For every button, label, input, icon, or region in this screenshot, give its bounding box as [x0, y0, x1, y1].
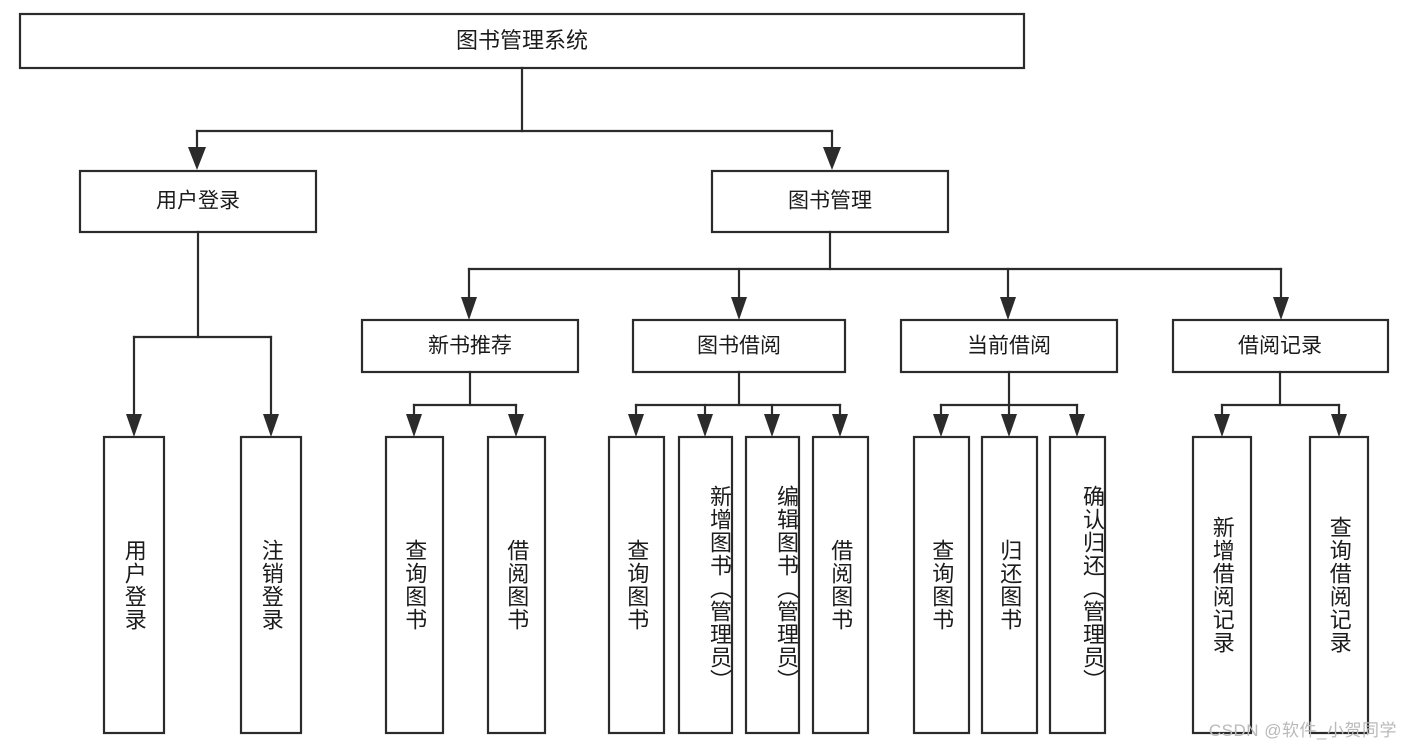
- leaf-box-return-book[interactable]: [980, 435, 1039, 735]
- leaf-box-borrow-book-2[interactable]: [811, 435, 870, 735]
- arrow-head-icon: [764, 414, 780, 437]
- leaf-box-add-borrow-record[interactable]: [1191, 435, 1253, 735]
- arrow-head-icon: [933, 414, 949, 437]
- node-root-box: [18, 12, 1026, 70]
- arrow-head-icon: [823, 147, 841, 170]
- leaf-box-query-book-3[interactable]: [912, 435, 971, 735]
- leaf-box-add-book-admin[interactable]: [677, 435, 734, 735]
- leaf-box-user-login[interactable]: [102, 435, 166, 735]
- leaf-box-confirm-return-admin[interactable]: [1048, 435, 1107, 735]
- node-book-management-label: 图书管理: [788, 190, 872, 213]
- node-new-book-recommend-box: [360, 318, 580, 374]
- arrow-head-icon: [406, 414, 422, 437]
- leaf-box-query-book-2[interactable]: [607, 435, 666, 735]
- arrow-head-icon: [1214, 414, 1230, 437]
- leaf-box-query-borrow-record[interactable]: [1308, 435, 1370, 735]
- node-book-management[interactable]: 图书管理: [710, 169, 950, 234]
- node-current-borrow-box: [899, 318, 1119, 374]
- arrow-head-icon: [188, 147, 206, 170]
- connector-current-borrow-to-leaves: [933, 370, 1085, 437]
- leaf-box-logout[interactable]: [239, 435, 303, 735]
- node-new-book-recommend[interactable]: 新书推荐: [360, 318, 580, 374]
- arrow-head-icon: [628, 414, 644, 437]
- node-book-borrow-label: 图书借阅: [697, 335, 781, 358]
- node-book-borrow[interactable]: 图书借阅: [631, 318, 847, 374]
- node-root-label: 图书管理系统: [456, 28, 588, 53]
- arrow-head-icon: [1000, 297, 1016, 320]
- arrow-head-icon: [1001, 414, 1017, 437]
- leaf-box-borrow-book-1[interactable]: [486, 435, 547, 735]
- leaf-box-edit-book-admin[interactable]: [744, 435, 801, 735]
- arrow-head-icon: [1069, 414, 1085, 437]
- arrow-head-icon: [126, 414, 142, 437]
- connector-book-borrow-to-leaves: [628, 370, 848, 437]
- connector-new-book-recommend-to-leaves: [406, 370, 524, 437]
- arrow-head-icon: [461, 297, 477, 320]
- connector-user-login-to-leaves: [126, 230, 279, 437]
- arrow-head-icon: [1273, 297, 1289, 320]
- leaf-box-query-book-1[interactable]: [384, 435, 445, 735]
- node-new-book-recommend-label: 新书推荐: [428, 335, 512, 358]
- node-user-login-box: [78, 169, 318, 234]
- arrow-head-icon: [263, 414, 279, 437]
- arrow-head-icon: [832, 414, 848, 437]
- node-borrow-record-label: 借阅记录: [1238, 335, 1322, 358]
- node-user-login-label: 用户登录: [156, 190, 240, 213]
- connector-borrow-record-to-leaves: [1214, 370, 1347, 437]
- node-current-borrow-label: 当前借阅: [967, 335, 1051, 358]
- arrow-head-icon: [1331, 414, 1347, 437]
- node-borrow-record[interactable]: 借阅记录: [1171, 318, 1390, 374]
- arrow-head-icon: [508, 414, 524, 437]
- node-root[interactable]: 图书管理系统: [18, 12, 1026, 70]
- watermark-text: CSDN @软件_小贺同学: [1208, 721, 1397, 740]
- node-current-borrow[interactable]: 当前借阅: [899, 318, 1119, 374]
- arrow-head-icon: [731, 297, 747, 320]
- connector-book-management-to-level2: [461, 230, 1289, 320]
- node-user-login[interactable]: 用户登录: [78, 169, 318, 234]
- arrow-head-icon: [697, 414, 713, 437]
- connector-root-to-level1: [188, 66, 841, 170]
